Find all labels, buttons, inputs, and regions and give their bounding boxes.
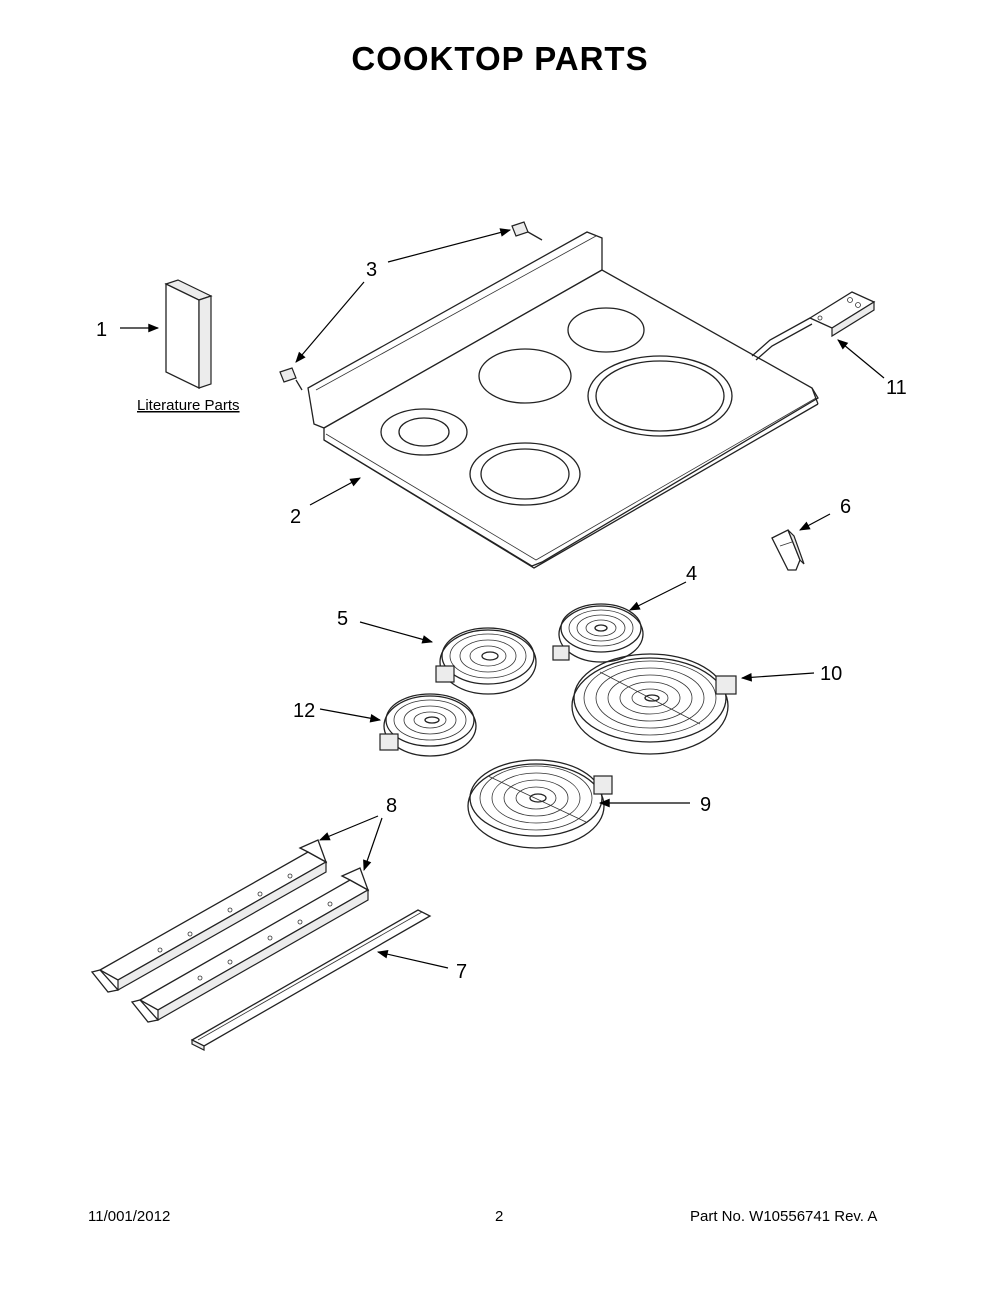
callout-10: 10 xyxy=(820,663,842,685)
footer-date: 11/001/2012 xyxy=(88,1208,171,1225)
cooktop-support-bracket-front xyxy=(130,867,370,1023)
radiant-element-left-rear xyxy=(435,627,537,695)
switch-clip-icon xyxy=(771,529,805,571)
callout-2: 2 xyxy=(290,506,301,528)
radiant-element-large-right xyxy=(571,653,737,755)
callout-6: 6 xyxy=(840,496,851,518)
mounting-clip-icon xyxy=(279,221,543,391)
callout-7: 7 xyxy=(456,961,467,983)
literature-book-icon xyxy=(164,279,213,390)
callout-1: 1 xyxy=(96,319,107,341)
literature-parts-label: Literature Parts xyxy=(137,397,240,414)
callout-12: 12 xyxy=(293,700,315,722)
callout-5: 5 xyxy=(337,608,348,630)
cooktop-glass-top xyxy=(307,231,819,569)
front-trim-strip xyxy=(190,909,432,1051)
cooktop-support-bracket-rear xyxy=(90,839,328,993)
callout-11: 11 xyxy=(886,377,907,399)
callout-leaders xyxy=(120,228,885,969)
callout-9: 9 xyxy=(700,794,711,816)
callout-3: 3 xyxy=(366,259,377,281)
footer-part-number: Part No. W10556741 Rev. A xyxy=(690,1208,878,1225)
radiant-element-left-front xyxy=(379,693,477,757)
wire-harness-bracket xyxy=(751,291,876,361)
page-title: COOKTOP PARTS xyxy=(351,40,649,77)
radiant-element-right-front xyxy=(467,759,613,849)
footer-page-number: 2 xyxy=(495,1208,504,1225)
callout-8: 8 xyxy=(386,795,397,817)
callout-4: 4 xyxy=(686,563,697,585)
radiant-element-small-rear xyxy=(552,603,644,663)
